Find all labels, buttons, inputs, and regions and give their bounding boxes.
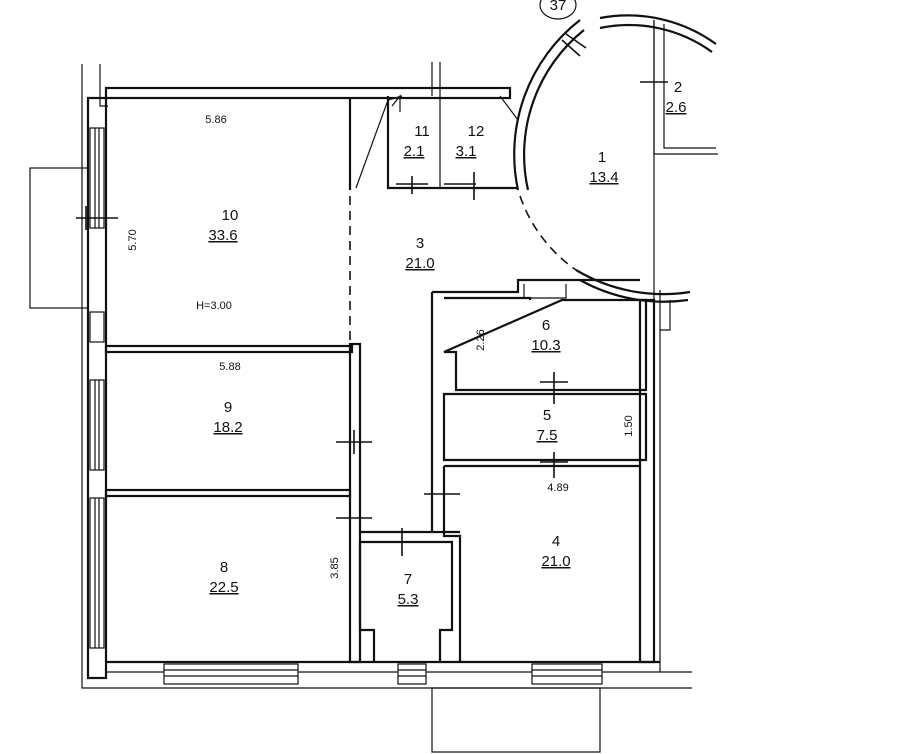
- round-room-1: [513, 14, 717, 303]
- room-1-area: 13.4: [589, 169, 618, 186]
- room-5-number: 5: [543, 407, 551, 424]
- room-12-number: 12: [468, 123, 485, 140]
- room-10-label: 10 33.6: [208, 207, 238, 244]
- room-3-area: 21.0: [405, 255, 434, 272]
- room-5-label: 5 7.5: [537, 407, 558, 444]
- room-3-label: 3 21.0: [405, 235, 434, 272]
- room-8-label: 8 22.5: [209, 559, 238, 596]
- interior-walls: [104, 20, 718, 664]
- room-11-number: 11: [414, 123, 430, 140]
- room-7-number: 7: [404, 571, 412, 588]
- bottom-windows: [163, 663, 603, 685]
- dim-room8-depth: 3.85: [329, 557, 341, 578]
- room-7-area: 5.3: [398, 591, 419, 608]
- room-1-number: 1: [598, 149, 606, 166]
- room-8-number: 8: [220, 559, 228, 576]
- room-4-number: 4: [552, 533, 560, 550]
- room-2-area: 2.6: [666, 99, 687, 116]
- room-8-area: 22.5: [209, 579, 238, 596]
- room-6-area: 10.3: [531, 337, 560, 354]
- balcony-left: [29, 167, 89, 309]
- room-11-area: 2.1: [404, 143, 425, 160]
- dim-room10-depth: 5.70: [127, 229, 139, 250]
- room-12-label: 12 3.1: [456, 123, 485, 160]
- ceiling-height: H=3.00: [196, 300, 232, 312]
- room-6-label: 6 10.3: [531, 317, 560, 354]
- balcony-bottom: [431, 687, 601, 753]
- dim-room4-width: 4.89: [547, 482, 568, 494]
- room-10-number: 10: [222, 207, 239, 224]
- room-1-label: 1 13.4: [589, 149, 618, 186]
- room-7-label: 7 5.3: [398, 571, 419, 608]
- dim-room9-width: 5.88: [219, 361, 240, 373]
- building-number-marker: 37: [539, 0, 577, 20]
- dim-room5-depth: 1.50: [623, 415, 635, 436]
- room-6-number: 6: [542, 317, 550, 334]
- dim-room6-depth: 2.26: [475, 329, 487, 350]
- room-5-area: 7.5: [537, 427, 558, 444]
- dim-room10-width: 5.86: [205, 114, 226, 126]
- room-9-number: 9: [224, 399, 232, 416]
- room-4-area: 21.0: [541, 553, 570, 570]
- building-number: 37: [550, 0, 567, 14]
- room-2-number: 2: [674, 79, 682, 96]
- room-12-area: 3.1: [456, 143, 477, 160]
- room-9-area: 18.2: [213, 419, 242, 436]
- door-markers: [336, 33, 668, 556]
- left-windows: [89, 127, 105, 649]
- room-10-area: 33.6: [208, 227, 237, 244]
- room-3-number: 3: [416, 235, 424, 252]
- room-9-label: 9 18.2: [213, 399, 242, 436]
- room-4-label: 4 21.0: [541, 533, 570, 570]
- room-11-label: 11 2.1: [404, 123, 430, 160]
- room-2-label: 2 2.6: [666, 79, 687, 116]
